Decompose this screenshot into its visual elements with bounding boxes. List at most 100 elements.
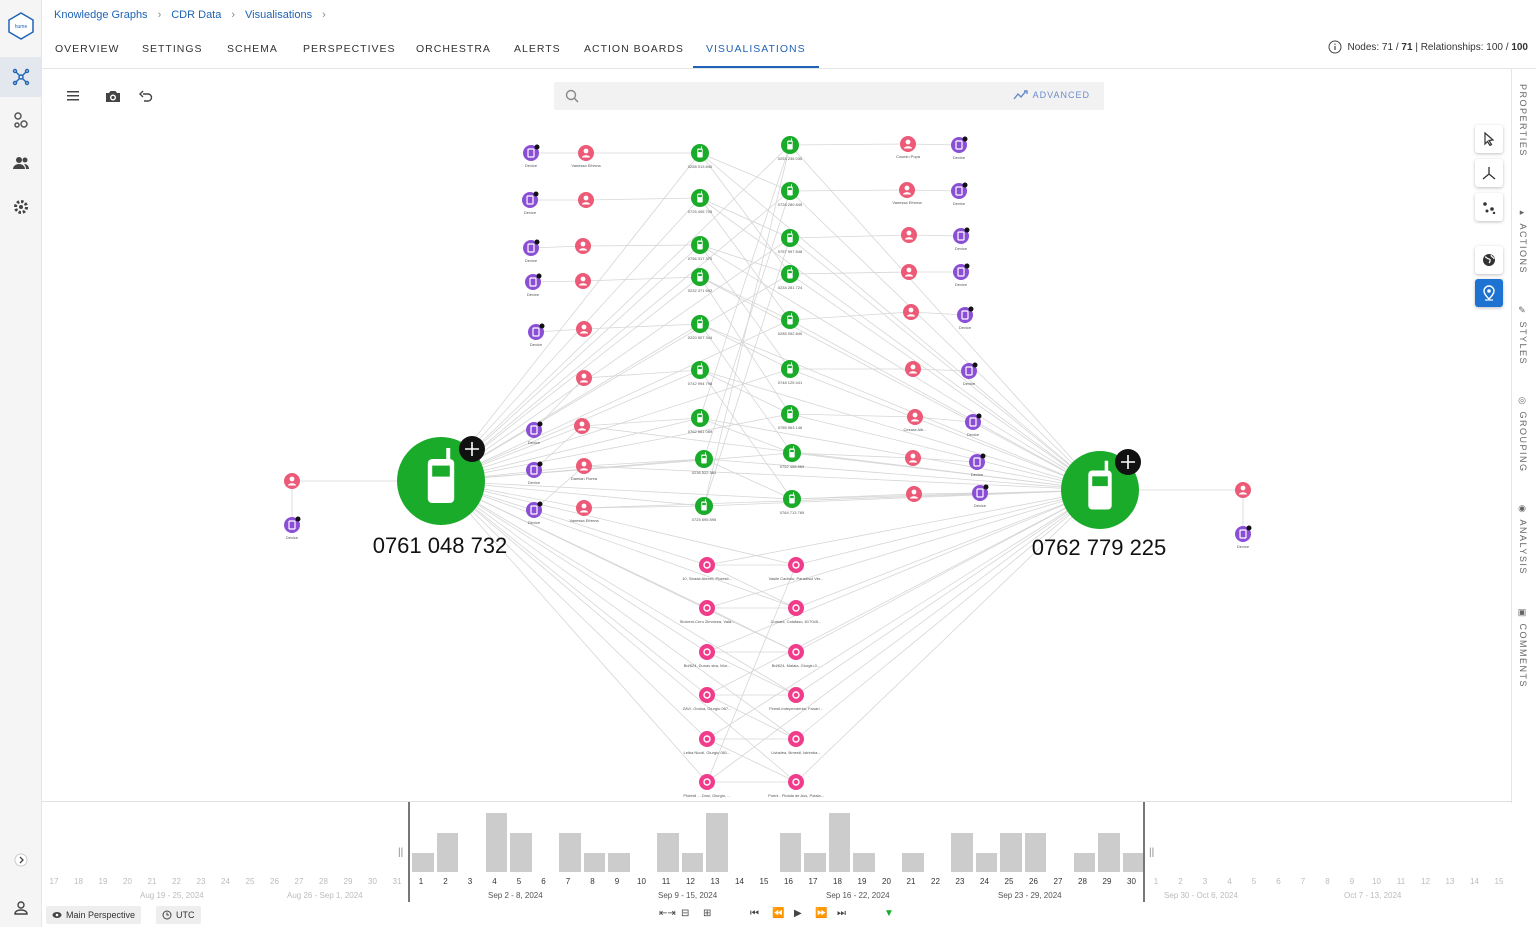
person-node[interactable] xyxy=(576,458,592,474)
device-node[interactable] xyxy=(526,421,543,439)
schema-icon[interactable] xyxy=(0,100,41,140)
timeline-bar[interactable] xyxy=(510,833,532,872)
device-node[interactable] xyxy=(522,191,539,209)
info-icon[interactable] xyxy=(1328,40,1342,54)
phone-node[interactable] xyxy=(691,268,709,286)
select-pointer-icon[interactable] xyxy=(1475,125,1503,153)
timeline-bar[interactable] xyxy=(1000,833,1022,872)
timeline-bar[interactable] xyxy=(828,813,850,872)
timeline-bar[interactable] xyxy=(485,813,507,872)
phone-node[interactable] xyxy=(695,450,713,468)
phone-node[interactable] xyxy=(691,189,709,207)
device-node[interactable] xyxy=(953,227,970,245)
perspective-chip[interactable]: Main Perspective xyxy=(46,906,142,924)
timeline-bar[interactable] xyxy=(559,833,581,872)
tab-alerts[interactable]: ALERTS xyxy=(514,43,561,55)
timeline-range-end-handle[interactable] xyxy=(1143,802,1145,902)
timeline-drag-grip-icon[interactable]: || xyxy=(1149,847,1155,858)
expand-arrows-icon[interactable] xyxy=(459,436,485,462)
device-node[interactable] xyxy=(1235,525,1252,543)
main-phone-node-left[interactable] xyxy=(397,437,485,525)
person-node[interactable] xyxy=(1235,482,1251,498)
address-node[interactable] xyxy=(788,600,804,616)
timeline-bar[interactable] xyxy=(951,833,973,872)
timeline-bar[interactable] xyxy=(436,833,458,872)
device-node[interactable] xyxy=(284,516,301,534)
person-node[interactable] xyxy=(903,304,919,320)
timeline-bar[interactable] xyxy=(975,853,997,872)
graph-icon[interactable] xyxy=(0,57,41,97)
timeline-bar[interactable] xyxy=(1024,833,1046,872)
panel-analysis[interactable]: ◉ ANALYSIS xyxy=(1518,504,1528,575)
panel-comments[interactable]: ▣ COMMENTS xyxy=(1518,608,1528,689)
person-node[interactable] xyxy=(905,361,921,377)
device-node[interactable] xyxy=(957,306,974,324)
device-node[interactable] xyxy=(961,362,978,380)
tab-orchestra[interactable]: ORCHESTRA xyxy=(416,43,491,55)
phone-node[interactable] xyxy=(781,229,799,247)
layout-axes-icon[interactable] xyxy=(1475,159,1503,187)
phone-node[interactable] xyxy=(781,265,799,283)
timeline-range-start-handle[interactable] xyxy=(408,802,410,902)
person-node[interactable] xyxy=(901,264,917,280)
menu-icon[interactable] xyxy=(63,85,85,107)
timeline-drag-grip-icon[interactable]: || xyxy=(398,847,404,858)
play-icon[interactable]: ▶ xyxy=(794,908,802,919)
timeline-bar[interactable] xyxy=(608,853,630,872)
address-node[interactable] xyxy=(699,731,715,747)
rewind-icon[interactable]: ⏪ xyxy=(772,908,785,919)
phone-node[interactable] xyxy=(691,361,709,379)
panel-grouping[interactable]: ◎ GROUPING xyxy=(1518,396,1528,473)
device-node[interactable] xyxy=(523,144,540,162)
phone-node[interactable] xyxy=(695,497,713,515)
users-icon[interactable] xyxy=(0,143,41,183)
device-node[interactable] xyxy=(523,239,540,257)
person-node[interactable] xyxy=(576,500,592,516)
tab-perspectives[interactable]: PERSPECTIVES xyxy=(303,43,396,55)
phone-node[interactable] xyxy=(781,136,799,154)
timeline-bar[interactable] xyxy=(804,853,826,872)
device-node[interactable] xyxy=(972,484,989,502)
search-input[interactable] xyxy=(586,86,1010,108)
fit-range-icon[interactable]: ⇤⇥ xyxy=(659,908,676,919)
phone-node[interactable] xyxy=(783,444,801,462)
person-node[interactable] xyxy=(574,418,590,434)
user-account-icon[interactable] xyxy=(0,888,41,928)
skip-start-icon[interactable]: ⏮ xyxy=(750,908,759,919)
timeline-bar[interactable] xyxy=(902,853,924,872)
address-node[interactable] xyxy=(699,644,715,660)
zoom-in-icon[interactable]: ⊞ xyxy=(703,908,712,919)
panel-actions[interactable]: ▸ ACTIONS xyxy=(1518,208,1528,275)
device-node[interactable] xyxy=(526,461,543,479)
device-node[interactable] xyxy=(951,136,968,154)
timeline-bar[interactable] xyxy=(853,853,875,872)
tab-settings[interactable]: SETTINGS xyxy=(142,43,203,55)
timeline-bar[interactable] xyxy=(1073,853,1095,872)
phone-node[interactable] xyxy=(781,182,799,200)
phone-node[interactable] xyxy=(783,490,801,508)
zoom-out-icon[interactable]: ⊟ xyxy=(681,908,690,919)
tab-visualisations[interactable]: VISUALISATIONS xyxy=(693,30,819,68)
device-node[interactable] xyxy=(951,182,968,200)
timeline-bar[interactable] xyxy=(1122,853,1144,872)
address-node[interactable] xyxy=(699,687,715,703)
device-node[interactable] xyxy=(526,501,543,519)
address-node[interactable] xyxy=(788,687,804,703)
panel-properties[interactable]: PROPERTIES xyxy=(1518,84,1528,157)
fast-forward-icon[interactable]: ⏩ xyxy=(815,908,828,919)
person-node[interactable] xyxy=(899,182,915,198)
person-node[interactable] xyxy=(905,450,921,466)
address-node[interactable] xyxy=(699,557,715,573)
phone-node[interactable] xyxy=(691,144,709,162)
advanced-search-button[interactable]: ADVANCED xyxy=(1013,90,1090,100)
breadcrumb-visualisations[interactable]: Visualisations xyxy=(245,9,313,21)
phone-node[interactable] xyxy=(691,409,709,427)
undo-icon[interactable] xyxy=(135,85,157,107)
address-node[interactable] xyxy=(788,774,804,790)
person-node[interactable] xyxy=(901,227,917,243)
timeline-bar[interactable] xyxy=(412,853,434,872)
person-node[interactable] xyxy=(284,473,300,489)
timeline-bar[interactable] xyxy=(779,833,801,872)
person-node[interactable] xyxy=(576,370,592,386)
